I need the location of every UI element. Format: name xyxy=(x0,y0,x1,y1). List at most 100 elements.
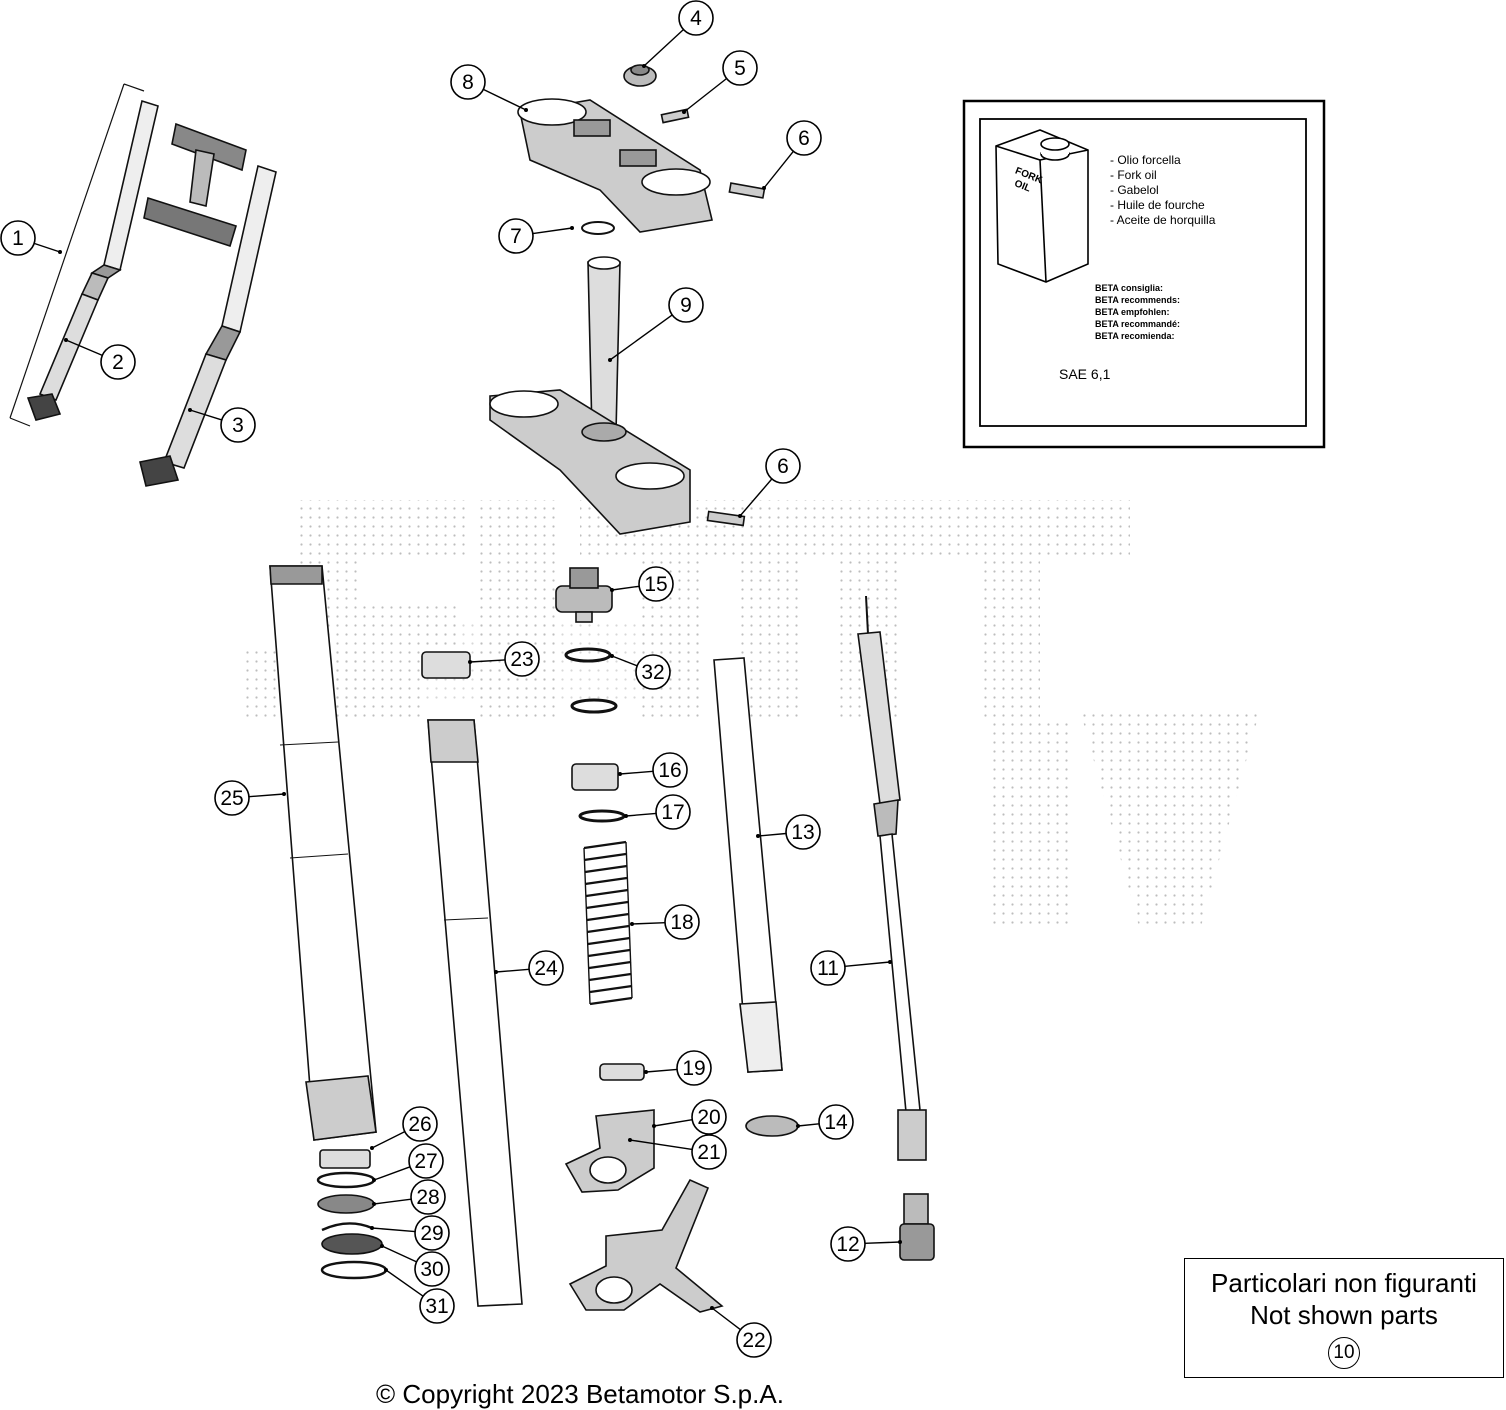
callout-dot xyxy=(738,514,742,518)
callout-29: 29 xyxy=(370,1215,450,1251)
callout-dot xyxy=(610,654,614,658)
callout-dot xyxy=(610,588,614,592)
callout-circle xyxy=(419,1288,455,1324)
callout-number: 5 xyxy=(734,57,746,80)
copyright: © Copyright 2023 Betamotor S.p.A. xyxy=(376,1379,784,1409)
callout-15: 15 xyxy=(610,566,674,602)
oil-info-box xyxy=(962,99,1326,449)
callout-number: 8 xyxy=(462,71,474,94)
spring xyxy=(583,840,633,1006)
callout-circle xyxy=(818,1104,854,1140)
callout-number: 21 xyxy=(697,1141,720,1164)
callout-layer: 1234566789111213141516171819202122232425… xyxy=(0,0,902,1358)
callout-25: 25 xyxy=(214,780,286,816)
callout-22: 22 xyxy=(710,1306,772,1358)
callout-6: 6 xyxy=(762,120,822,190)
callout-dot xyxy=(524,108,528,112)
callout-leader xyxy=(645,1068,678,1073)
callout-dot xyxy=(710,1306,714,1310)
callout-31: 31 xyxy=(384,1268,455,1324)
callout-leader xyxy=(609,314,673,361)
callout-circle xyxy=(635,654,671,690)
damper-tube xyxy=(713,657,783,1073)
callout-leader xyxy=(189,409,222,421)
callout-leader xyxy=(864,1241,901,1245)
callout-number: 1 xyxy=(12,227,24,250)
callout-20: 20 xyxy=(652,1099,727,1135)
watermark xyxy=(240,500,1260,930)
oil-recommend: BETA empfohlen: xyxy=(1095,307,1170,317)
callout-dot xyxy=(64,338,68,342)
callout-dot xyxy=(762,186,766,190)
callout-circle xyxy=(691,1099,727,1135)
callout-dot xyxy=(380,1244,384,1248)
callout-leader xyxy=(483,88,527,111)
upper-triple-clamp xyxy=(517,98,713,233)
callout-leader xyxy=(371,1130,406,1149)
callout-dot xyxy=(652,1124,656,1128)
callout-number: 19 xyxy=(682,1057,705,1080)
callout-circle xyxy=(504,641,540,677)
callout-number: 24 xyxy=(534,957,558,980)
callout-number: 18 xyxy=(670,911,693,934)
callout-number: 6 xyxy=(798,127,810,150)
callout-number: 14 xyxy=(824,1111,848,1134)
oil-name: - Aceite de horquilla xyxy=(1110,213,1216,227)
callout-circle xyxy=(676,1050,712,1086)
callout-leader xyxy=(611,655,638,667)
callout-circle xyxy=(785,814,821,850)
callout-leader xyxy=(757,832,787,837)
outer-tube xyxy=(269,565,377,1141)
callout-27: 27 xyxy=(372,1143,444,1182)
callout-12: 12 xyxy=(830,1226,902,1262)
callout-13: 13 xyxy=(756,814,821,850)
callout-circle xyxy=(100,344,136,380)
callout-17: 17 xyxy=(624,794,691,830)
callout-circle xyxy=(450,64,486,100)
callout-number: 25 xyxy=(220,787,243,810)
callout-dot xyxy=(888,960,892,964)
callout-number: 22 xyxy=(742,1329,765,1352)
callout-14: 14 xyxy=(796,1104,854,1140)
callout-number: 31 xyxy=(425,1295,448,1318)
callout-4: 4 xyxy=(642,0,714,68)
oil-recommend: BETA consiglia: xyxy=(1095,283,1164,293)
oil-names: - Olio forcella - Fork oil - Gabelol - H… xyxy=(1110,153,1215,228)
part-drawings xyxy=(9,64,935,1313)
callout-number: 7 xyxy=(510,225,522,248)
callout-leader xyxy=(611,585,640,591)
callout-leader xyxy=(739,478,773,517)
callout-circle xyxy=(678,0,714,36)
callout-3: 3 xyxy=(188,407,256,443)
callout-circle xyxy=(736,1322,772,1358)
callout-leader xyxy=(711,1307,741,1331)
callout-2: 2 xyxy=(64,338,136,380)
callout-circle xyxy=(408,1143,444,1179)
callout-dot xyxy=(370,1146,374,1150)
callout-dot xyxy=(796,1124,800,1128)
fork-foot-bracket xyxy=(568,1178,724,1313)
oil-recommends: BETA consiglia: BETA recommends: BETA em… xyxy=(1095,282,1180,342)
callout-leader xyxy=(65,339,103,357)
callout-leader xyxy=(33,242,61,253)
callout-circle xyxy=(638,566,674,602)
callout-dot xyxy=(630,922,634,926)
callout-number: 32 xyxy=(641,661,664,684)
callout-dot xyxy=(624,814,628,818)
callout-circle xyxy=(722,50,758,86)
callout-number: 13 xyxy=(791,821,814,844)
callout-circle xyxy=(655,794,691,830)
callout-leader xyxy=(371,1227,416,1233)
callout-circle xyxy=(765,448,801,484)
oil-recommend: BETA recommandé: xyxy=(1095,319,1181,329)
callout-dot xyxy=(370,1226,374,1230)
callout-dot xyxy=(898,1240,902,1244)
callout-dot xyxy=(628,1138,632,1142)
callout-number: 9 xyxy=(680,294,692,317)
callout-circle xyxy=(220,407,256,443)
callout-dot xyxy=(570,226,574,230)
inner-tube xyxy=(427,719,523,1307)
callout-circle xyxy=(498,218,534,254)
cartridge xyxy=(857,595,927,1161)
callout-number: 27 xyxy=(414,1150,437,1173)
